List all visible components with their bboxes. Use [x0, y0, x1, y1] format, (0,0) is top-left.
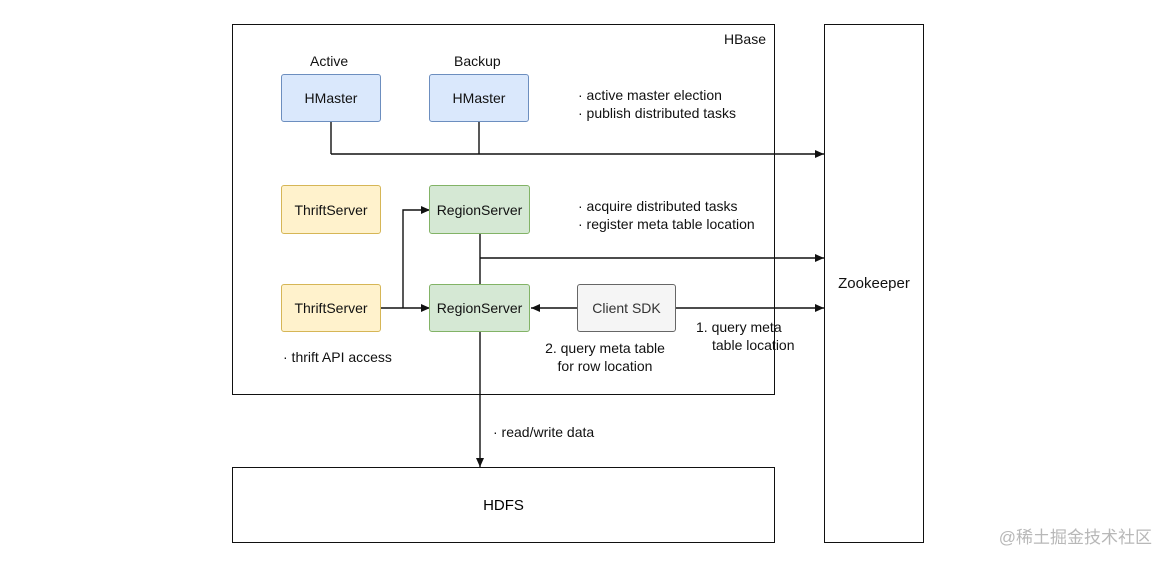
zookeeper-title: Zookeeper: [838, 275, 910, 292]
active-label: Active: [310, 53, 349, 69]
hmaster-active-box[interactable]: HMaster: [281, 74, 381, 122]
hmaster-backup-box[interactable]: HMaster: [429, 74, 529, 122]
query-meta-line-2: table location: [712, 337, 795, 353]
client-sdk-label: Client SDK: [592, 300, 661, 316]
thrift-server-top-box[interactable]: ThriftServer: [281, 185, 381, 234]
region-note-register: · register meta table location: [578, 216, 755, 232]
thrift-server-bottom-box[interactable]: ThriftServer: [281, 284, 381, 332]
query-meta-line-1: 1. query meta: [696, 319, 782, 335]
master-note-publish: · publish distributed tasks: [578, 105, 736, 121]
zookeeper-container: Zookeeper: [824, 24, 924, 543]
thrift-server-top-label: ThriftServer: [294, 201, 368, 218]
thrift-note: · thrift API access: [283, 349, 392, 365]
thrift-server-bottom-label: ThriftServer: [294, 300, 368, 316]
query-row-line-2: for row location: [557, 358, 653, 374]
thrift-to-region-top-line: [402, 206, 430, 308]
master-note-election: · active master election: [578, 87, 722, 103]
hbase-container: HBase: [232, 24, 775, 395]
region-note-acquire: · acquire distributed tasks: [578, 198, 738, 214]
hdfs-container: HDFS: [232, 467, 775, 543]
read-write-note: · read/write data: [493, 424, 595, 440]
region-server-bottom-box[interactable]: RegionServer: [429, 284, 530, 332]
hmaster-active-label: HMaster: [304, 90, 358, 106]
client-sdk-box[interactable]: Client SDK: [577, 284, 676, 332]
region-server-bottom-label: RegionServer: [436, 300, 523, 316]
query-row-line-1: 2. query meta table: [545, 340, 665, 356]
watermark: @稀土掘金技术社区: [998, 528, 1152, 547]
region-server-top-label: RegionServer: [436, 201, 523, 218]
region-server-top-box[interactable]: RegionServer: [429, 185, 530, 234]
hbase-title: HBase: [723, 31, 766, 47]
backup-label: Backup: [454, 53, 501, 69]
hmaster-backup-label: HMaster: [452, 90, 506, 106]
hdfs-title: HDFS: [483, 496, 524, 514]
